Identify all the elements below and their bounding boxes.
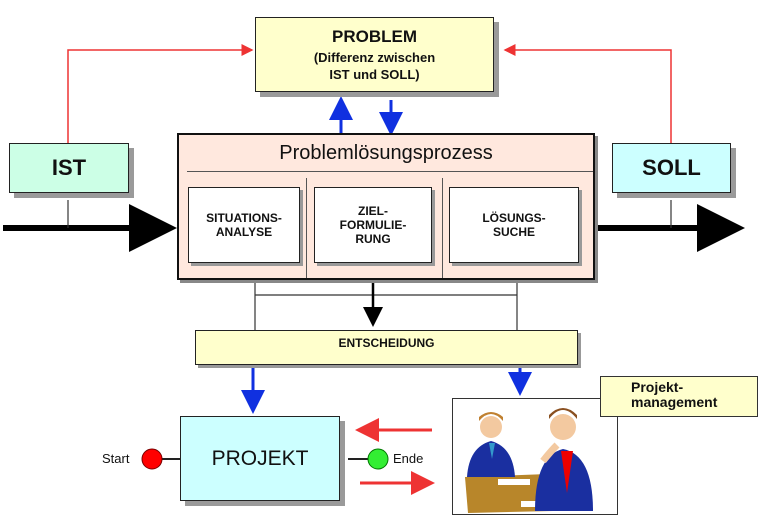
decision-box: ENTSCHEIDUNG <box>195 330 578 365</box>
problem-subtitle: (Differenz zwischen IST und SOLL) <box>313 49 436 82</box>
ist-to-problem-connector <box>67 44 254 143</box>
step-situationsanalyse: SITUATIONS- ANALYSE <box>188 187 300 263</box>
decision-label: ENTSCHEIDUNG <box>338 336 435 350</box>
start-label: Start <box>102 451 130 466</box>
management-illustration <box>452 398 618 515</box>
management-label: Projekt- management <box>600 376 758 417</box>
soll-label: SOLL <box>642 155 701 180</box>
start-node <box>141 448 163 470</box>
businessmen-meeting-icon <box>465 408 593 513</box>
step-zielformulierung: ZIEL- FORMULIE- RUNG <box>314 187 432 263</box>
end-node <box>367 448 389 470</box>
process-separator-1 <box>306 178 307 278</box>
process-divider <box>187 171 593 172</box>
process-box: Problemlösungsprozess SITUATIONS- ANALYS… <box>177 133 595 280</box>
soll-box: SOLL <box>612 143 731 193</box>
soll-to-problem-connector <box>503 44 672 143</box>
project-label: PROJEKT <box>211 446 309 470</box>
step-loesungssuche: LÖSUNGS- SUCHE <box>449 187 579 263</box>
problem-title: PROBLEM <box>332 26 417 46</box>
ist-label: IST <box>51 155 87 180</box>
end-label: Ende <box>393 451 424 466</box>
project-box: PROJEKT <box>180 416 340 501</box>
process-separator-2 <box>442 178 443 278</box>
problem-box: PROBLEM (Differenz zwischen IST und SOLL… <box>255 17 494 92</box>
process-title: Problemlösungsprozess <box>279 142 493 164</box>
ist-box: IST <box>9 143 129 193</box>
